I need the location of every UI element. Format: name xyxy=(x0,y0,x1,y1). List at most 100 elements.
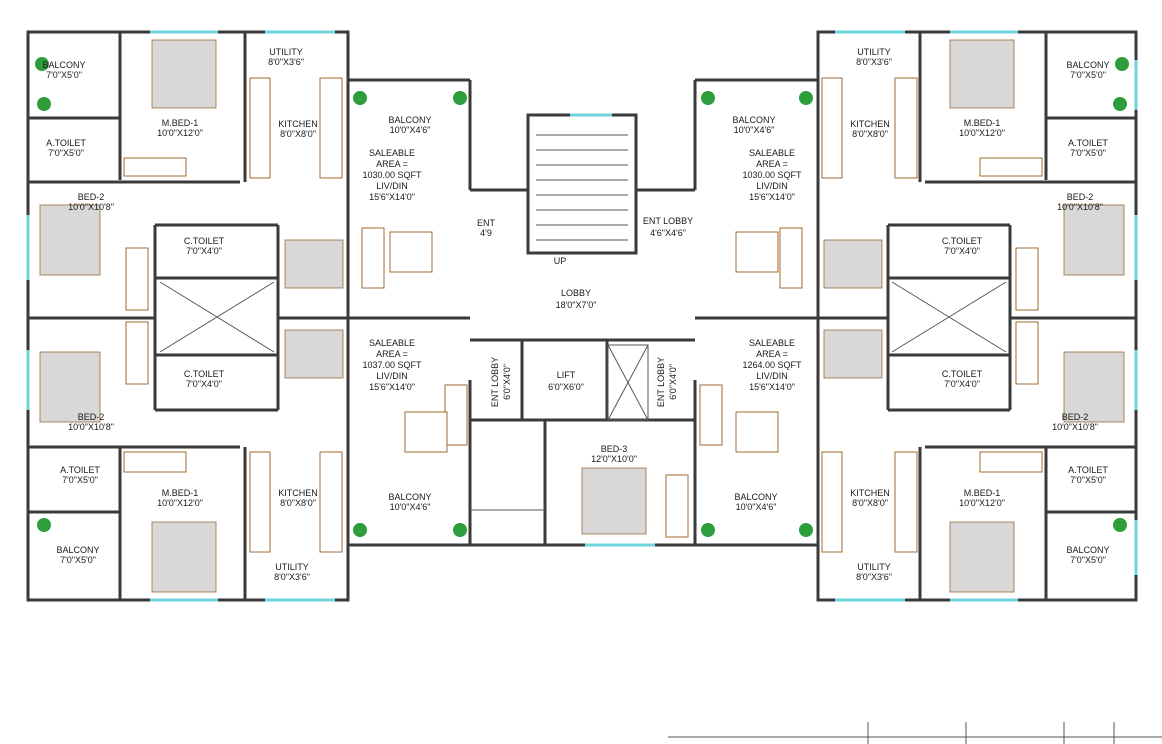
room-size-tr-balcony: 7'0"X5'0" xyxy=(1070,70,1106,80)
stair-up-label: UP xyxy=(554,256,567,266)
room-size-tl-balcony2: 10'0"X4'6" xyxy=(390,125,431,135)
room-size-tl-balcony: 7'0"X5'0" xyxy=(46,70,82,80)
room-name-br-balcony: BALCONY xyxy=(1066,545,1109,555)
room-name-bl-ctoilet: C.TOILET xyxy=(184,369,225,379)
unit-br-room: LIV/DIN xyxy=(756,371,788,381)
room-name-br-ctoilet: C.TOILET xyxy=(942,369,983,379)
room-name-tl-balcony2: BALCONY xyxy=(388,115,431,125)
room-size-bl-balcony: 7'0"X5'0" xyxy=(60,555,96,565)
room-name-bl-utility: UTILITY xyxy=(275,562,309,572)
room-size-tr-atoilet: 7'0"X5'0" xyxy=(1070,148,1106,158)
room-name-br-bed2: BED-2 xyxy=(1062,412,1089,422)
room-size-br-utility: 8'0"X3'6" xyxy=(856,572,892,582)
windows xyxy=(26,30,1138,602)
unit-bl-line1: SALEABLE xyxy=(369,338,415,348)
shaft-ducts xyxy=(159,281,1007,421)
unit-bl-size: 15'6"X14'0" xyxy=(369,382,415,392)
unit-tr-line2: AREA = xyxy=(756,159,788,169)
ent-lobby-right-size: 4'6"X4'6" xyxy=(650,228,686,238)
unit-tr-size: 15'6"X14'0" xyxy=(749,192,795,202)
ent-left-size: 4'9 xyxy=(480,228,492,238)
ent-lobby-right-name: ENT LOBBY xyxy=(643,216,693,226)
unit-tl-room: LIV/DIN xyxy=(376,181,408,191)
unit-bl-area: 1037.00 SQFT xyxy=(362,360,422,370)
room-size-bl-balcony2: 10'0"X4'6" xyxy=(390,502,431,512)
unit-br-size: 15'6"X14'0" xyxy=(749,382,795,392)
room-name-tl-balcony: BALCONY xyxy=(42,60,85,70)
room-name-br-utility: UTILITY xyxy=(857,562,891,572)
lift-size: 6'0"X6'0" xyxy=(548,382,584,392)
room-size-tl-mbed: 10'0"X12'0" xyxy=(157,128,203,138)
ent-lobby-vr-name: ENT LOBBY xyxy=(656,357,666,407)
title-block-lines xyxy=(668,722,1162,744)
unit-tr-room: LIV/DIN xyxy=(756,181,788,191)
room-size-tl-bed2: 10'0"X10'8" xyxy=(68,202,114,212)
room-size-br-mbed: 10'0"X12'0" xyxy=(959,498,1005,508)
room-name-tr-utility: UTILITY xyxy=(857,47,891,57)
room-name-tl-utility: UTILITY xyxy=(269,47,303,57)
room-name-br-balcony2: BALCONY xyxy=(734,492,777,502)
room-name-tl-kitchen: KITCHEN xyxy=(278,119,318,129)
wardrobes xyxy=(123,157,1043,538)
room-name-tr-ctoilet: C.TOILET xyxy=(942,236,983,246)
ent-lobby-vr-size: 6'0"X4'0" xyxy=(668,364,678,400)
unit-bl-room: LIV/DIN xyxy=(376,371,408,381)
unit-br-line2: AREA = xyxy=(756,349,788,359)
kitchen-counters xyxy=(249,77,918,553)
room-size-tr-bed2: 10'0"X10'8" xyxy=(1057,202,1103,212)
lobby-size: 18'0"X7'0" xyxy=(556,300,597,310)
unit-br-area: 1264.00 SQFT xyxy=(742,360,802,370)
room-size-tr-balcony2: 10'0"X4'6" xyxy=(734,125,775,135)
room-size-tr-ctoilet: 7'0"X4'0" xyxy=(944,246,980,256)
beds xyxy=(39,39,1125,593)
room-name-bl-balcony: BALCONY xyxy=(56,545,99,555)
lift-name: LIFT xyxy=(557,370,576,380)
unit-tl-size: 15'6"X14'0" xyxy=(369,192,415,202)
room-size-tr-kitchen: 8'0"X8'0" xyxy=(852,129,888,139)
room-size-bl-kitchen: 8'0"X8'0" xyxy=(280,498,316,508)
room-size-br-ctoilet: 7'0"X4'0" xyxy=(944,379,980,389)
ent-left-name: ENT xyxy=(477,218,496,228)
room-name-tr-bed2: BED-2 xyxy=(1067,192,1094,202)
plants xyxy=(35,57,1129,537)
room-name-tl-atoilet: A.TOILET xyxy=(46,138,86,148)
room-size-bed3: 12'0"X10'0" xyxy=(591,454,637,464)
room-name-tl-ctoilet: C.TOILET xyxy=(184,236,225,246)
room-name-br-mbed: M.BED-1 xyxy=(964,488,1001,498)
room-name-bl-bed2: BED-2 xyxy=(78,412,105,422)
room-size-br-bed2: 10'0"X10'8" xyxy=(1052,422,1098,432)
room-name-tr-mbed: M.BED-1 xyxy=(964,118,1001,128)
room-name-bl-mbed: M.BED-1 xyxy=(162,488,199,498)
room-size-br-kitchen: 8'0"X8'0" xyxy=(852,498,888,508)
room-name-br-kitchen: KITCHEN xyxy=(850,488,890,498)
room-size-bl-atoilet: 7'0"X5'0" xyxy=(62,475,98,485)
unit-br-line1: SALEABLE xyxy=(749,338,795,348)
dining-tables xyxy=(284,239,883,379)
room-size-bl-mbed: 10'0"X12'0" xyxy=(157,498,203,508)
room-size-tl-kitchen: 8'0"X8'0" xyxy=(280,129,316,139)
room-size-bl-utility: 8'0"X3'6" xyxy=(274,572,310,582)
room-name-tr-atoilet: A.TOILET xyxy=(1068,138,1108,148)
unit-tl-line1: SALEABLE xyxy=(369,148,415,158)
walls-right-wing xyxy=(693,30,1138,602)
lobby-name: LOBBY xyxy=(561,288,591,298)
room-name-tl-bed2: BED-2 xyxy=(78,192,105,202)
room-name-br-atoilet: A.TOILET xyxy=(1068,465,1108,475)
room-name-bed3: BED-3 xyxy=(601,444,628,454)
ent-lobby-vl-name: ENT LOBBY xyxy=(490,357,500,407)
room-size-tr-mbed: 10'0"X12'0" xyxy=(959,128,1005,138)
unit-tl-line2: AREA = xyxy=(376,159,408,169)
core-labels: ENT 4'9 ENT LOBBY 4'6"X4'6" UP LOBBY 18'… xyxy=(477,216,693,407)
room-name-tl-mbed: M.BED-1 xyxy=(162,118,199,128)
room-name-bl-balcony2: BALCONY xyxy=(388,492,431,502)
unit-tl-area: 1030.00 SQFT xyxy=(362,170,422,180)
unit-tr-area: 1030.00 SQFT xyxy=(742,170,802,180)
room-name-tr-kitchen: KITCHEN xyxy=(850,119,890,129)
unit-bl-line2: AREA = xyxy=(376,349,408,359)
staircase xyxy=(536,134,628,241)
room-name-bl-atoilet: A.TOILET xyxy=(60,465,100,475)
room-size-tl-utility: 8'0"X3'6" xyxy=(268,57,304,67)
room-name-tr-balcony2: BALCONY xyxy=(732,115,775,125)
room-size-tr-utility: 8'0"X3'6" xyxy=(856,57,892,67)
